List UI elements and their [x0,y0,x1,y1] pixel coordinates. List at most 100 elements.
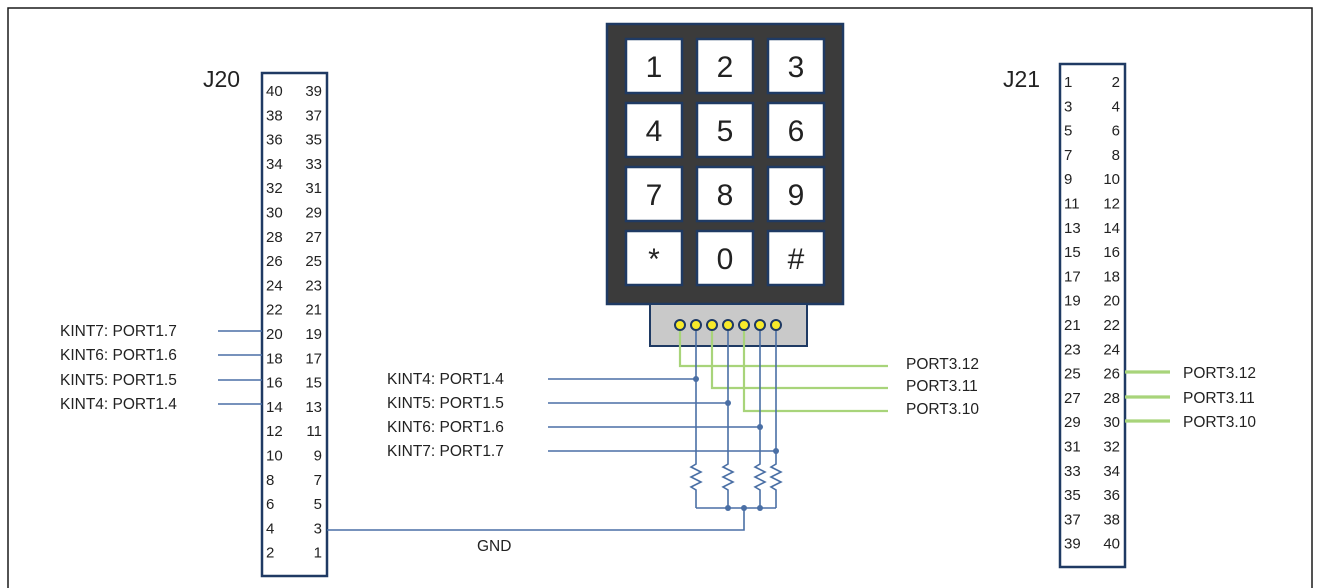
pin-number: 10 [1103,171,1120,188]
row-signal-label: KINT7: PORT1.7 [387,443,504,460]
j20-signal-label: KINT6: PORT1.6 [60,347,177,364]
pin-number: 30 [1103,414,1120,431]
header-j20-body [260,71,329,578]
pin-number: 26 [266,253,283,270]
pin-number: 32 [1103,439,1120,456]
j21-signal-group: PORT3.12 PORT3.11 PORT3.10 [1125,365,1256,431]
pin-number: 22 [1103,317,1120,334]
pulldown-resistor [689,460,703,508]
pin-number: 18 [1103,268,1120,285]
pin-number: 29 [1064,414,1081,431]
pin-number: 17 [305,350,322,367]
j20-signal-label: KINT4: PORT1.4 [60,396,177,413]
keypad-key-label: 6 [788,115,805,148]
j20-signal-label: KINT7: PORT1.7 [60,323,177,340]
pin-number: 23 [1064,341,1081,358]
pin-number: 15 [1064,244,1081,261]
pulldown-resistor [753,460,767,508]
pin-number: 9 [1064,171,1072,188]
keypad-key [766,101,826,159]
pin-number: 38 [266,107,283,124]
keypad-key [695,165,755,223]
pin-number: 4 [266,520,274,537]
keypad-row-wires: KINT4: PORT1.4 KINT5: PORT1.5 KINT6: POR… [387,331,783,511]
pin-number: 7 [314,472,322,489]
j21-signal-label: PORT3.12 [1183,365,1256,382]
header-j21-label: J21 [1003,66,1040,92]
pin-number: 28 [1103,390,1120,407]
j21-signal-label: PORT3.10 [1183,414,1256,431]
keypad-key [766,229,826,287]
pin-number: 5 [314,496,322,513]
keypad-key [624,101,684,159]
row-signal-label: KINT6: PORT1.6 [387,419,504,436]
keypad-key-label: 7 [646,179,663,212]
pin-number: 40 [266,83,283,100]
pin-number: 14 [1103,220,1120,237]
j20-signal-group: KINT7: PORT1.7 KINT6: PORT1.6 KINT5: POR… [60,323,262,413]
keypad-key-label: 4 [646,115,663,148]
pin-number: 29 [305,205,322,222]
pin-number: 17 [1064,268,1081,285]
keypad-key-label: # [788,243,805,276]
connector-pin [690,319,702,331]
pin-number: 4 [1112,98,1120,115]
keypad-key [624,229,684,287]
keypad-column-wires: PORT3.12 PORT3.11 PORT3.10 [678,331,979,418]
pin-number: 12 [1103,196,1120,213]
header-j20-label: J20 [203,66,240,92]
pin-number: 15 [305,375,322,392]
keypad-key-label: 5 [717,115,734,148]
keypad-key-label: 1 [646,51,663,84]
pin-number: 21 [305,302,322,319]
pin-number: 6 [266,496,274,513]
pin-number: 8 [266,472,274,489]
pin-number: 24 [1103,341,1120,358]
pin-number: 39 [305,83,322,100]
pin-number: 12 [266,423,283,440]
keypad-key-label: * [648,243,660,276]
pin-number: 9 [314,448,322,465]
pulldown-resistor [721,460,735,508]
junction-dot [773,448,779,454]
keypad-key [766,165,826,223]
connector-pin [770,319,782,331]
keypad-key [695,101,755,159]
pulldown-resistor [769,460,783,508]
pin-number: 38 [1103,511,1120,528]
pin-number: 8 [1112,147,1120,164]
pin-number: 10 [266,448,283,465]
pin-number: 5 [1064,123,1072,140]
pin-number: 27 [1064,390,1081,407]
pin-number: 24 [266,277,283,294]
pin-number: 7 [1064,147,1072,164]
gnd-net: GND [327,508,745,555]
pin-number: 1 [314,545,322,562]
column-wire-port3-12 [678,331,888,368]
row-signal-label: KINT4: PORT1.4 [387,371,504,388]
pin-number: 30 [266,205,283,222]
junction-dot [725,505,731,511]
gnd-wire [327,508,745,531]
pin-number: 19 [1064,293,1081,310]
pin-number: 26 [1103,366,1120,383]
keypad-key [695,229,755,287]
pin-number: 21 [1064,317,1081,334]
connector-pin [738,319,750,331]
pin-number: 3 [1064,98,1072,115]
pin-number: 2 [266,545,274,562]
column-signal-label: PORT3.12 [906,356,979,373]
j21-signal-label: PORT3.11 [1183,390,1255,407]
column-signal-label: PORT3.11 [906,378,978,395]
pin-number: 23 [305,277,322,294]
pin-number: 11 [306,423,322,440]
pin-number: 16 [1103,244,1120,261]
pin-number: 22 [266,302,283,319]
pin-number: 33 [1064,463,1081,480]
pin-number: 19 [305,326,322,343]
